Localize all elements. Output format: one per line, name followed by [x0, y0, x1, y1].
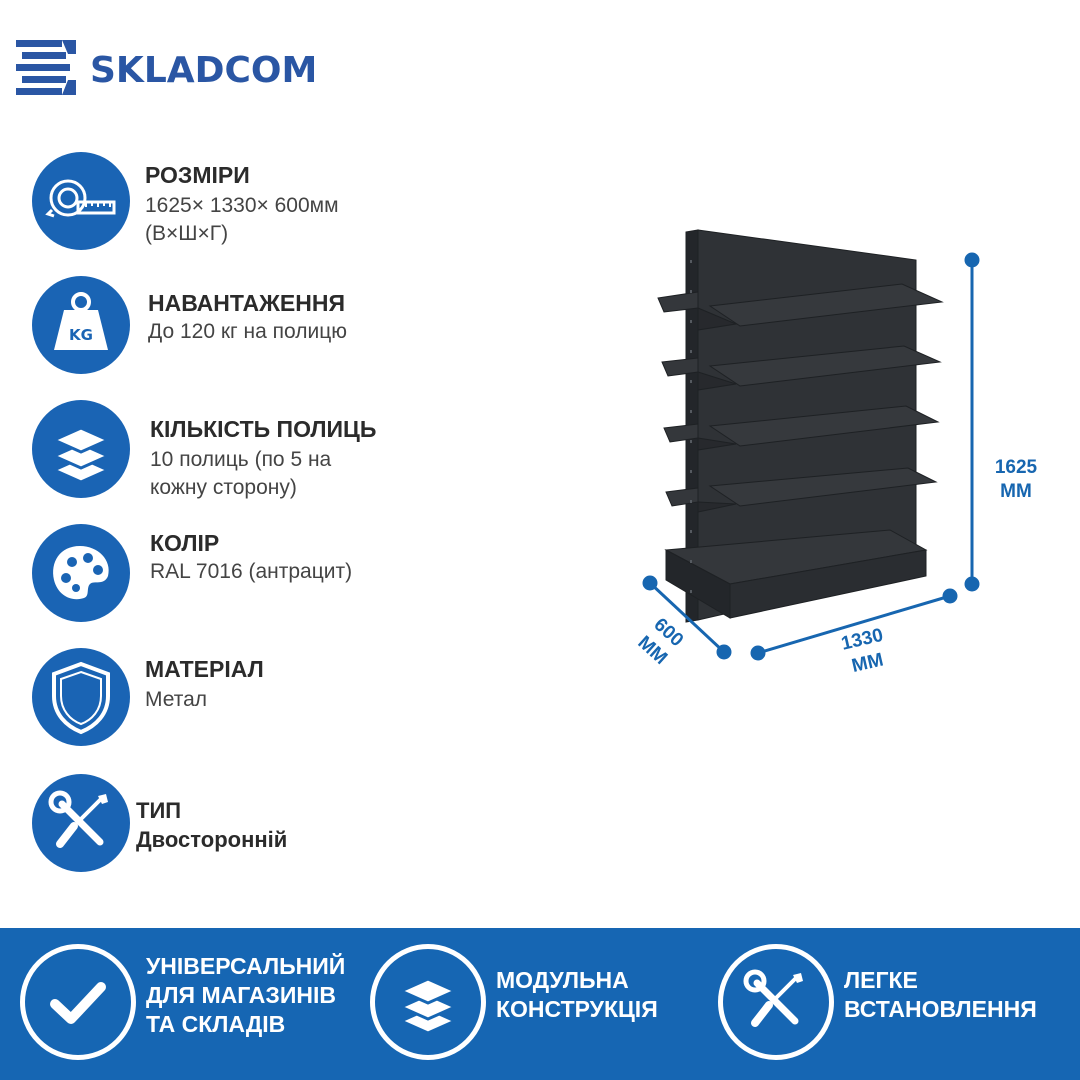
spec-title: НАВАНТАЖЕННЯ: [148, 290, 345, 316]
dimension-height-label: 1625 ММ: [994, 457, 1038, 502]
spec-value: 10 полиць (по 5 на кожну сторону): [150, 448, 332, 499]
tape-measure-icon: [32, 152, 130, 250]
spec-value: 1625× 1330× 600мм (В×Ш×Г): [145, 194, 339, 245]
spec-value: RAL 7016 (антрацит): [150, 560, 353, 583]
layers-icon: [32, 400, 130, 498]
product-shelving-image: [657, 229, 944, 623]
feature-label: УНІВЕРСАЛЬНИЙ ДЛЯ МАГАЗИНІВ ТА СКЛАДІВ: [146, 953, 346, 1037]
spec-value: Двосторонній: [136, 827, 288, 852]
spec-title: РОЗМІРИ: [145, 162, 250, 188]
spec-shelves: КІЛЬКІСТЬ ПОЛИЦЬ 10 полиць (по 5 на кожн…: [32, 400, 492, 500]
spec-title: КІЛЬКІСТЬ ПОЛИЦЬ: [150, 416, 377, 442]
feature-universal: УНІВЕРСАЛЬНИЙ ДЛЯ МАГАЗИНІВ ТА СКЛАДІВ: [20, 944, 365, 1064]
palette-icon: [32, 524, 130, 622]
brand-logo: SKLADCOM: [14, 36, 364, 106]
features-banner: УНІВЕРСАЛЬНИЙ ДЛЯ МАГАЗИНІВ ТА СКЛАДІВ М…: [0, 928, 1080, 1080]
shield-icon: [32, 648, 130, 746]
spec-value: До 120 кг на полицю: [148, 320, 347, 343]
logo-mark-icon: [16, 40, 76, 95]
feature-label: ЛЕГКЕ ВСТАНОВЛЕННЯ: [844, 967, 1037, 1022]
spec-title: МАТЕРІАЛ: [145, 656, 264, 682]
spec-load: KG НАВАНТАЖЕННЯ До 120 кг на полицю: [32, 276, 492, 376]
spec-material: МАТЕРІАЛ Метал: [32, 648, 492, 748]
spec-title: КОЛІР: [150, 530, 220, 556]
dimension-lines: [642, 252, 980, 661]
spec-type: ТИП Двосторонній: [32, 774, 492, 874]
checkmark-icon: [20, 944, 136, 1060]
wrench-screwdriver-icon: [718, 944, 834, 1060]
spec-dimensions: РОЗМІРИ 1625× 1330× 600мм (В×Ш×Г): [32, 152, 492, 252]
brand-name: SKLADCOM: [90, 50, 318, 91]
feature-label: МОДУЛЬНА КОНСТРУКЦІЯ: [496, 967, 658, 1022]
kg-weight-icon: KG: [32, 276, 130, 374]
layers-icon: [370, 944, 486, 1060]
spec-color: КОЛІР RAL 7016 (антрацит): [32, 524, 492, 624]
spec-value: Метал: [145, 688, 208, 711]
feature-easy-install: ЛЕГКЕ ВСТАНОВЛЕННЯ: [718, 944, 1073, 1064]
wrench-screwdriver-icon: [32, 774, 130, 872]
spec-title: ТИП: [136, 798, 182, 823]
feature-modular: МОДУЛЬНА КОНСТРУКЦІЯ: [370, 944, 710, 1064]
svg-text:KG: KG: [69, 326, 93, 344]
